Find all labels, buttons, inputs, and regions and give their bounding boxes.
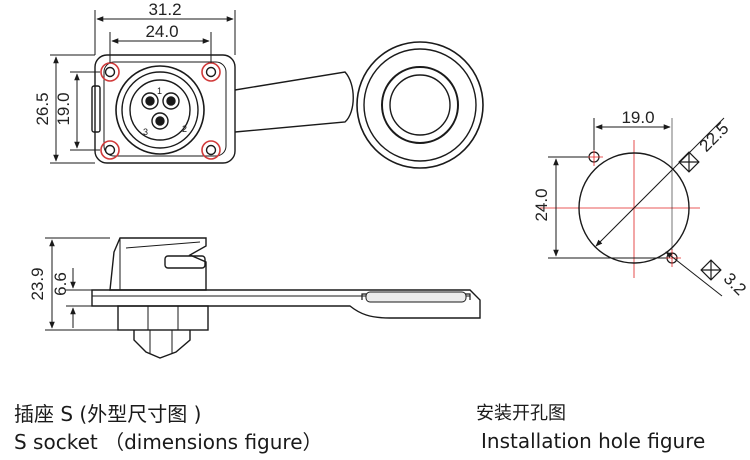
pin-label-1: 1 [157,86,162,96]
side-latch [164,255,206,269]
side-body-lower [117,305,209,331]
caption-left-english: S socket （dimensions figure） [14,430,323,454]
dim-small-hole: 3.2 [720,269,750,299]
dust-cap-ring [381,66,459,144]
pin-1 [141,92,159,110]
hole-view [540,117,725,297]
diameter-symbol-main [678,151,700,173]
pin-2 [162,92,180,110]
side-flange [91,289,481,319]
mounting-hole-top-right [201,62,221,82]
cap-strap [234,71,354,133]
caption-left-chinese: 插座 S (外型尺寸图 ) [14,402,202,426]
dim-main-hole: 22.5 [696,119,733,156]
side-view-labels: 23.9 6.6 [28,267,70,300]
dim-height-inner: 19.0 [54,92,73,125]
dust-cap-center [389,74,451,136]
dim-height-total: 23.9 [28,267,47,300]
dust-cap-outer [356,41,484,169]
hole-view-labels: 19.0 22.5 24.0 3.2 [532,108,750,299]
side-view [45,237,481,359]
dim-vertical: 24.0 [532,188,551,221]
socket-housing-outline [94,54,236,164]
receptacle-outer-ring [115,65,205,155]
mounting-hole-bottom-left [100,140,120,160]
pin-label-2: 2 [182,124,187,134]
front-view [50,10,484,169]
side-housing-top [109,237,207,291]
dim-spacing: 19.0 [621,108,654,127]
side-rear-terminal [133,330,191,359]
main-hole [578,152,690,264]
leader-main-hole [595,117,725,247]
caption-right-chinese: 安装开孔图 [476,403,566,424]
dim-width-outer: 31.2 [148,0,181,19]
receptacle-face [129,79,191,141]
leader-small-hole [665,251,723,297]
front-view-labels: 31.2 24.0 26.5 19.0 1 2 3 [33,0,187,137]
caption-right-english: Installation hole figure [481,429,706,453]
dust-cap-rim [363,48,477,162]
receptacle-ring [121,71,199,149]
diameter-symbol-small [700,259,722,281]
pin-3 [151,112,169,130]
dim-width-inner: 24.0 [145,22,178,41]
side-label-plate [91,85,101,133]
socket-housing-inner [103,61,227,157]
dim-height-flange: 6.6 [51,272,70,296]
dim-height-outer: 26.5 [33,92,52,125]
pin-label-3: 3 [143,127,148,137]
mounting-hole-bottom-right [201,140,221,160]
